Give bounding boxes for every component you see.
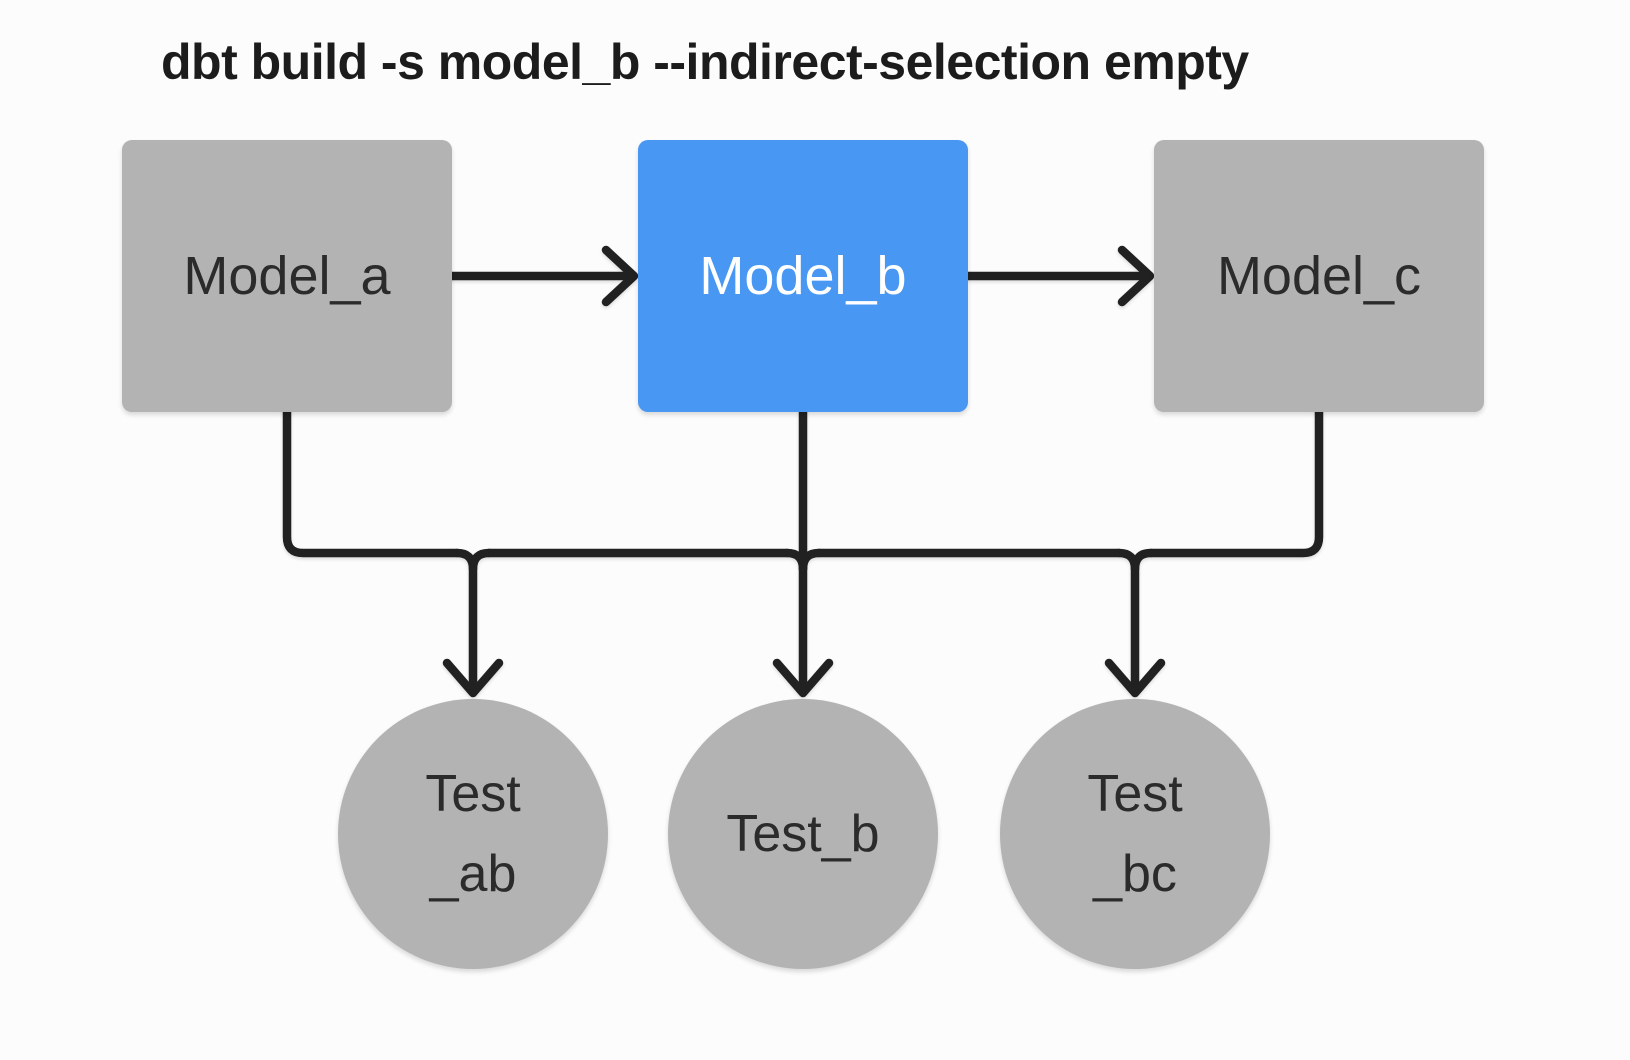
diagram-title: dbt build -s model_b --indirect-selectio… [161, 34, 1249, 90]
node-test-bc-line1: Test [1087, 765, 1183, 823]
edge-a-riser [282, 407, 462, 558]
node-model-b-selected: Model_b [638, 140, 968, 412]
arrowhead-b-to-c [1117, 245, 1155, 307]
node-test-ab-line1: Test [425, 765, 521, 823]
node-model-b-label: Model_b [699, 246, 907, 306]
fork-test-b-cusp-right [798, 548, 824, 574]
fork-test-bc-cusp [1130, 548, 1156, 574]
node-model-c: Model_c [1154, 140, 1484, 412]
node-test-b-line1: Test_b [726, 805, 880, 863]
fork-test-ab [452, 548, 478, 689]
node-model-a: Model_a [122, 140, 452, 412]
arrowhead-test-b [772, 658, 834, 698]
node-model-c-label: Model_c [1216, 246, 1422, 306]
node-test-b: Test_b [668, 699, 938, 969]
fork-test-bc [1114, 548, 1140, 689]
fork-test-ab-cusp [468, 548, 494, 574]
node-test-bc-line2: _bc [1093, 845, 1177, 903]
arrowhead-test-bc [1104, 658, 1166, 698]
node-model-a-label: Model_a [183, 246, 391, 306]
connector-lines [282, 245, 1324, 698]
arrowhead-test-ab [442, 658, 504, 698]
node-test-bc: Test _bc [1000, 699, 1270, 969]
edge-c-riser [1146, 407, 1324, 558]
node-test-ab-line2: _ab [429, 845, 517, 903]
node-test-ab: Test _ab [338, 699, 608, 969]
arrowhead-a-to-b [601, 245, 639, 307]
